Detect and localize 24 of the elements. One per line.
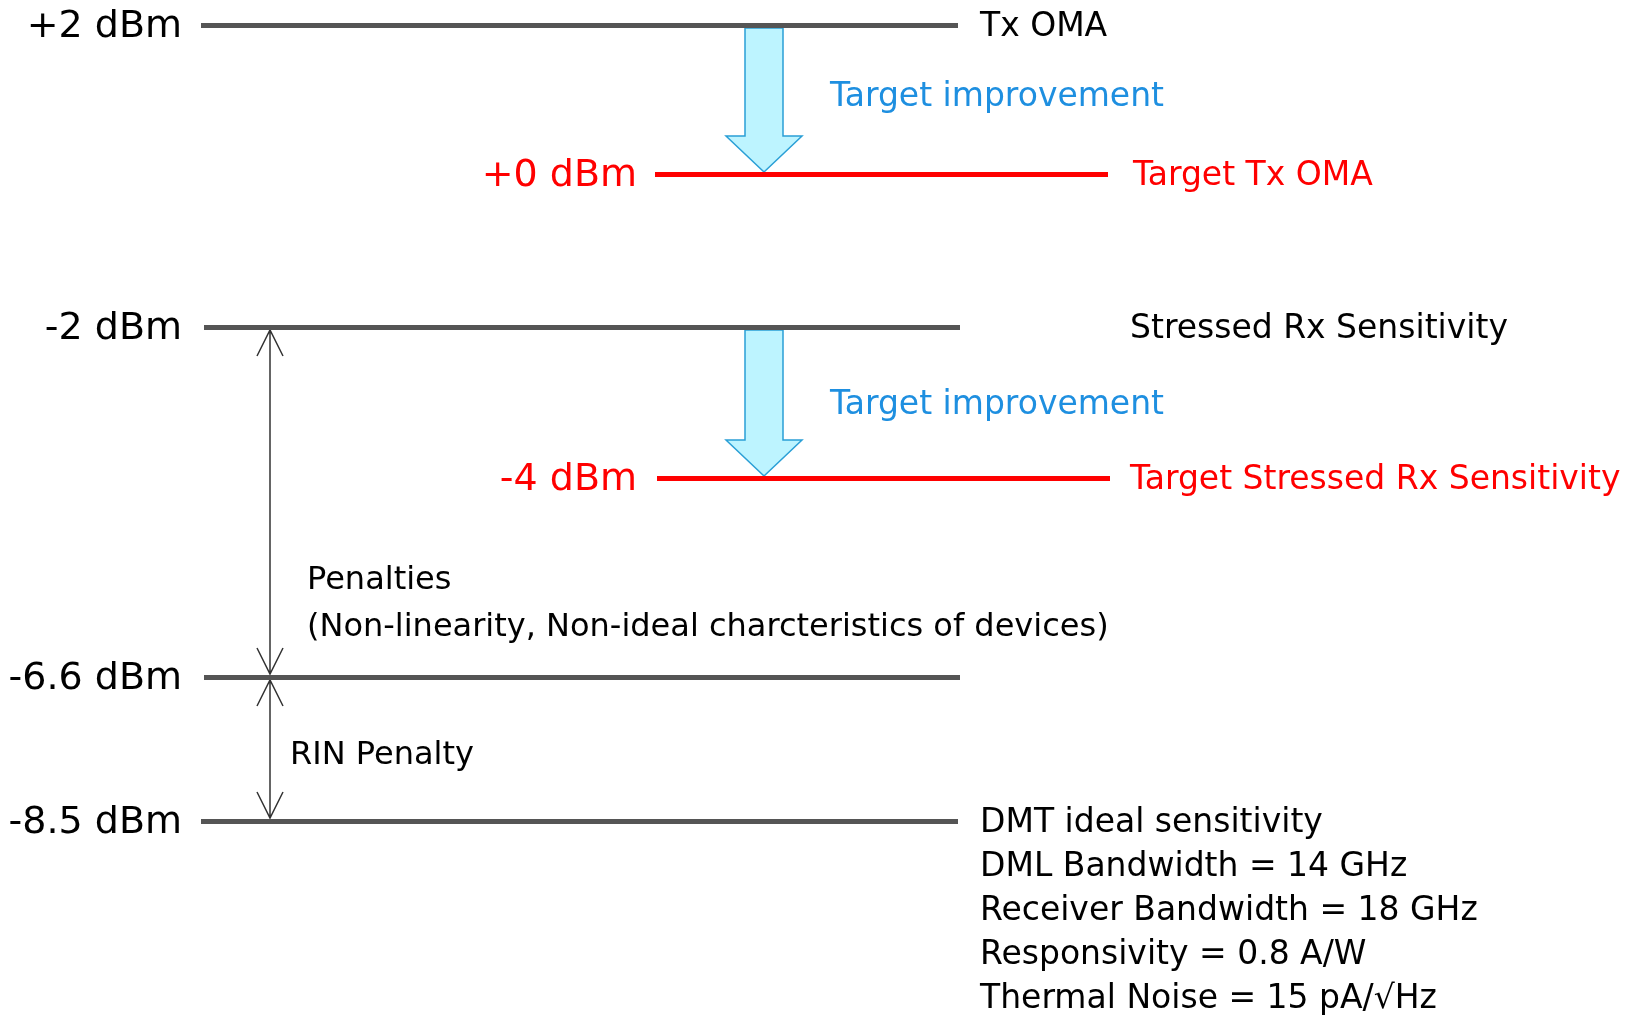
parameter-text: Responsivity = 0.8 A/W: [980, 935, 1367, 972]
parameter-text: Thermal Noise = 15 pA/√Hz: [980, 979, 1437, 1016]
level-value: +0 dBm: [481, 153, 637, 195]
parameter-text: DML Bandwidth = 14 GHz: [980, 847, 1408, 884]
level-value: -4 dBm: [499, 457, 637, 499]
level-value: -2 dBm: [44, 306, 182, 348]
edge-label: Target improvement: [830, 77, 1164, 114]
dimension-label: RIN Penalty: [290, 735, 474, 771]
level-name: DMT ideal sensitivity: [980, 803, 1323, 840]
double-arrow: [256, 328, 284, 676]
level-name: Stressed Rx Sensitivity: [1130, 309, 1508, 346]
edge-label: Target improvement: [830, 385, 1164, 422]
level-value: -8.5 dBm: [8, 800, 182, 842]
block-arrow: [724, 27, 804, 174]
level-name: Target Tx OMA: [1133, 156, 1373, 193]
parameter-text: Receiver Bandwidth = 18 GHz: [980, 891, 1478, 928]
dimension-label: Penalties: [307, 560, 452, 596]
double-arrow: [256, 678, 284, 820]
level-name: Target Stressed Rx Sensitivity: [1130, 460, 1621, 497]
level-value: -6.6 dBm: [8, 656, 182, 698]
level-value: +2 dBm: [26, 4, 182, 46]
level-name: Tx OMA: [980, 7, 1108, 44]
block-arrow: [724, 329, 804, 478]
note-text: (Non-linearity, Non-ideal charcteristics of devices): [307, 607, 1109, 643]
